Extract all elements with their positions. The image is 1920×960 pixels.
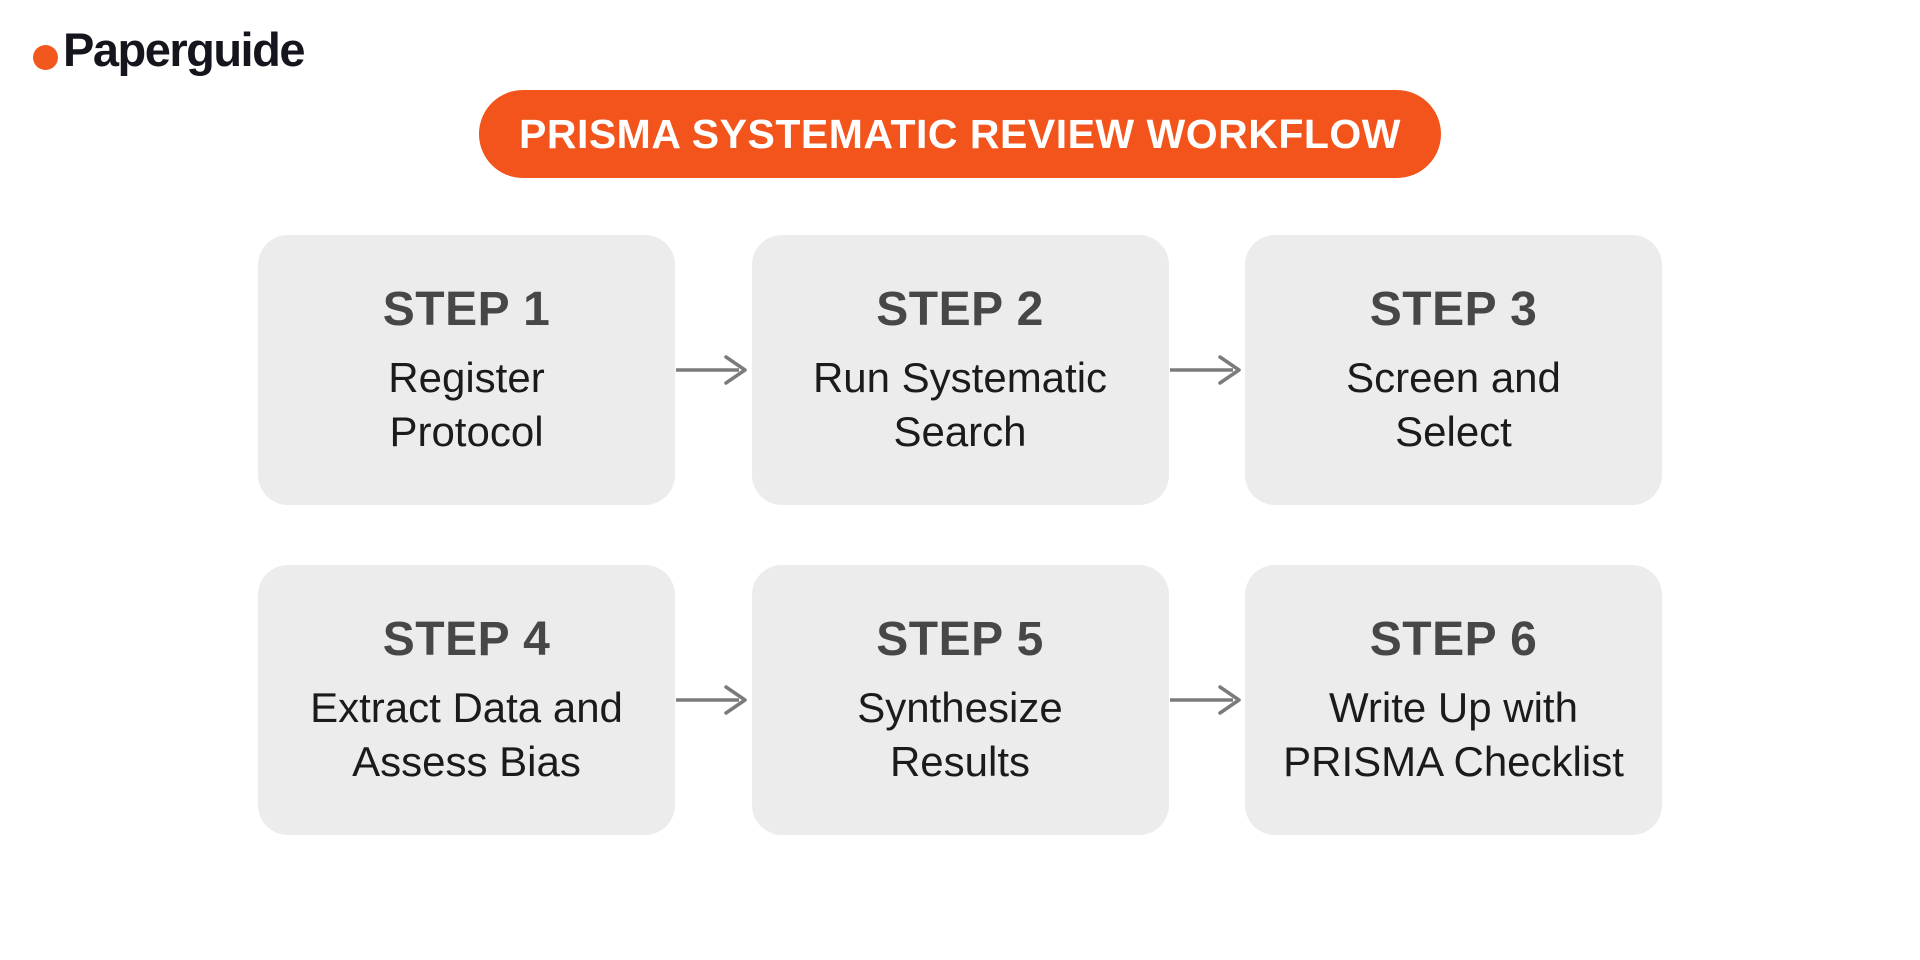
step-label: STEP 5 [876, 612, 1044, 666]
banner-title: PRISMA SYSTEMATIC REVIEW WORKFLOW [518, 110, 1402, 157]
step-label: STEP 3 [1369, 282, 1538, 336]
arrow-right-icon [676, 685, 747, 715]
step-label: STEP 6 [1369, 612, 1538, 666]
step-title-line-2: Protocol [389, 407, 544, 455]
arrow-right-icon [1169, 685, 1241, 715]
step-title-line-2: PRISMA Checklist [1283, 737, 1624, 785]
arrow-right-icon [1169, 355, 1241, 385]
arrow-right-icon [676, 355, 747, 385]
step-title-line-2: Select [1395, 407, 1512, 455]
step-title-line-2: Results [889, 737, 1031, 785]
step-label: STEP 2 [876, 282, 1044, 336]
step-title-line-2: Search [893, 407, 1027, 455]
step-title-line-1: Run Systematic [812, 353, 1108, 401]
step-title-line-1: Extract Data and [310, 683, 623, 731]
step-label: STEP 1 [382, 282, 551, 336]
step-title-line-1: Synthesize [857, 683, 1063, 731]
step-label: STEP 4 [382, 612, 551, 666]
logo-text: Paperguide [63, 23, 305, 76]
logo: Paperguide [33, 22, 305, 77]
step-title-line-1: Register [388, 353, 545, 401]
title-banner: PRISMA SYSTEMATIC REVIEW WORKFLOW [478, 90, 1442, 178]
logo-dot-icon [33, 45, 58, 70]
step-title-line-1: Write Up with [1329, 683, 1578, 731]
step-title-line-2: Assess Bias [352, 737, 581, 785]
step-title-line-1: Screen and [1346, 353, 1561, 401]
